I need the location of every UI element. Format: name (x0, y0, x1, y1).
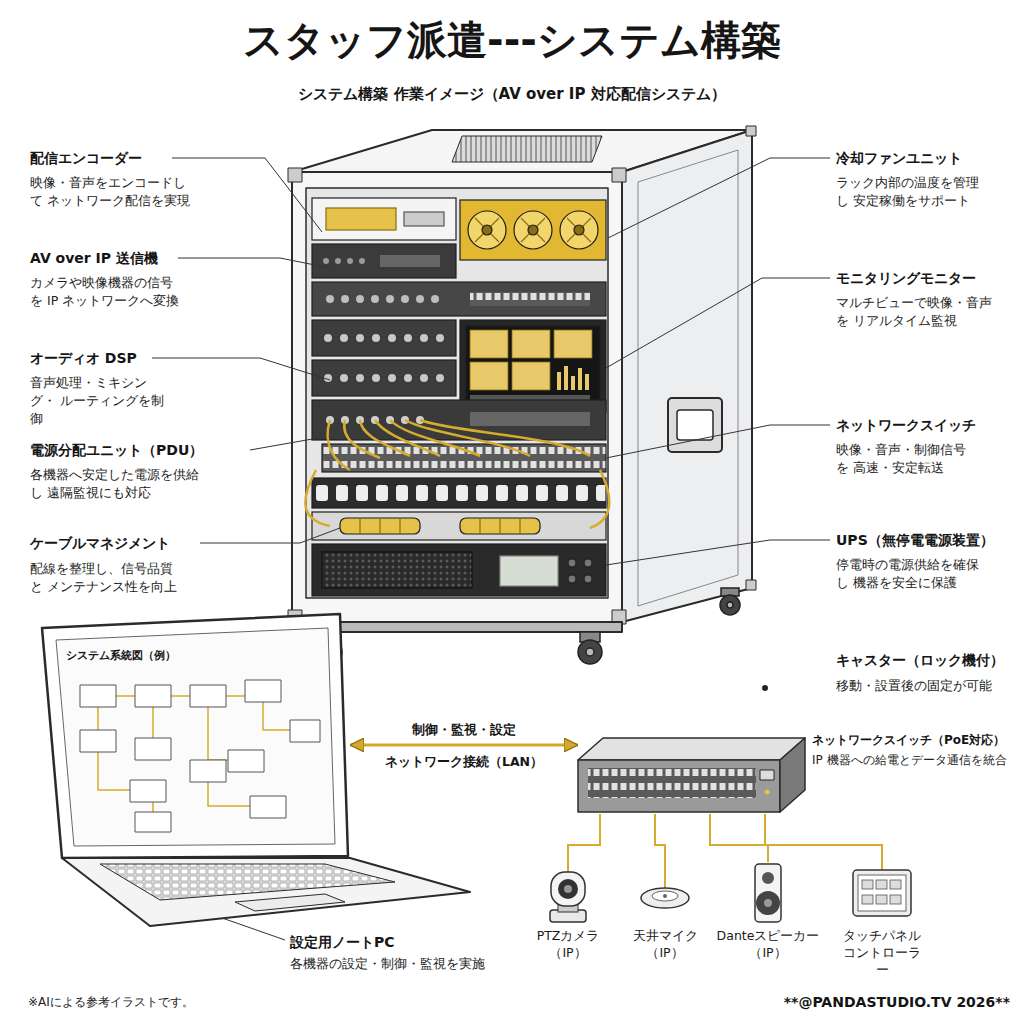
subtitle: システム構築 作業イメージ（AV over IP 対応配信システム） (298, 84, 725, 106)
device-icon (736, 862, 800, 926)
device-icon (633, 862, 697, 926)
node-title: ネットワークスイッチ（PoE対応） (812, 732, 1005, 749)
connector (655, 814, 665, 862)
casters (318, 588, 740, 664)
device-icon (850, 862, 914, 926)
callout-title: キャスター（ロック機付） (836, 650, 1004, 670)
callout-title: 冷却ファンユニット (836, 148, 962, 168)
callout-title: AV over IP 送信機 (30, 248, 158, 268)
device-node: タッチパネル コントローラー (838, 862, 927, 981)
callout-title: ケーブルマネジメント (30, 533, 170, 553)
connector (350, 744, 578, 747)
node-note: 各機器の設定・制御・監視を実施 (290, 955, 485, 973)
callout-title: ネットワークスイッチ (836, 415, 976, 435)
connector (765, 814, 882, 862)
device-icon (536, 862, 600, 926)
connector (568, 814, 600, 862)
callout-text: マルチビューで映像・音声を リアルタイム監視 (836, 294, 1004, 330)
callout-text: ラック内部の温度を管理し 安定稼働をサポート (836, 174, 991, 210)
laptop-illustration (42, 614, 470, 926)
callout-title: モニタリングモニター (836, 268, 976, 288)
poe-switch-illustration (578, 738, 805, 812)
page-title: スタッフ派遣---システム構築 (243, 16, 781, 64)
callout-title: オーディオ DSP (30, 348, 137, 368)
callout-text: 移動・設置後の固定が可能 (836, 677, 992, 695)
link-label: ネットワーク接続（LAN） (385, 753, 543, 771)
callout-text: 音声処理・ミキシング・ ルーティングを制御 (30, 374, 173, 428)
footnote: ※AIによる参考イラストです。 (28, 994, 194, 1011)
rack-case (288, 126, 756, 632)
node-note: IP 機器への給電とデータ通信を統合 (812, 752, 1007, 769)
device-label: 天井マイク （IP） (630, 928, 700, 962)
device-node: Danteスピーカー （IP） (714, 862, 822, 964)
device-node: PTZカメラ （IP） (533, 862, 603, 964)
rack-units (312, 198, 606, 596)
rack-cables (305, 420, 609, 528)
device-label: PTZカメラ （IP） (533, 928, 603, 962)
device-label: Danteスピーカー （IP） (714, 928, 822, 962)
callout-title: 電源分配ユニット（PDU） (30, 440, 203, 460)
callout-text: 各機器へ安定した電源を供給し 遠隔監視にも対応 (30, 466, 210, 502)
laptop-node: 設定用ノートPC各機器の設定・制御・監視を実施 (42, 612, 350, 858)
callout-dot (762, 685, 768, 691)
callout-title: UPS（無停電電源装置） (836, 530, 994, 550)
switch-node: ネットワークスイッチ（PoE対応）IP 機器への給電とデータ通信を統合 (578, 736, 808, 814)
device-node: 天井マイク （IP） (630, 862, 700, 964)
callout-text: 映像・音声をエンコードして ネットワーク配信を実現 (30, 174, 198, 210)
callout-text: カメラや映像機器の信号を IP ネットワークへ変換 (30, 274, 185, 310)
screen-label: システム系統図（例） (66, 648, 176, 664)
watermark: **@PANDASTUDIO.TV 2026** (784, 992, 1010, 1012)
node-title: 設定用ノートPC (290, 932, 395, 952)
callout-text: 配線を整理し、信号品質と メンテナンス性を向上 (30, 560, 185, 596)
edge-label: 制御・監視・設定 (408, 721, 520, 739)
device-label: タッチパネル コントローラー (838, 928, 927, 979)
callout-text: 停電時の電源供給を確保し 機器を安全に保護 (836, 556, 991, 592)
callout-text: 映像・音声・制御信号を 高速・安定転送 (836, 441, 979, 477)
callout-title: 配信エンコーダー (30, 148, 142, 168)
connector (710, 814, 768, 862)
